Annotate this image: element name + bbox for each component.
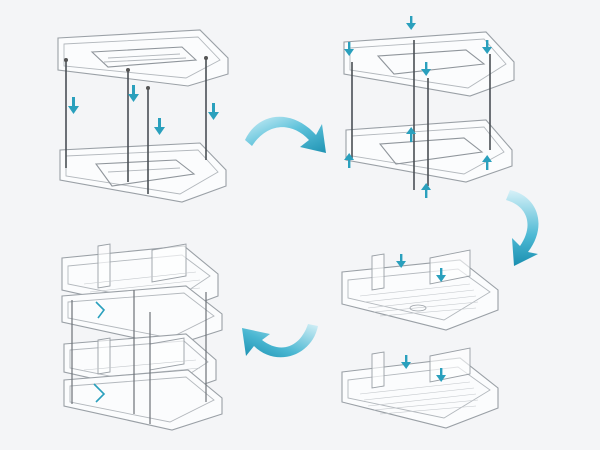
curved-arrow-left bbox=[242, 324, 318, 358]
step-4-assembled-rack bbox=[61, 243, 223, 431]
down-arrow-icon bbox=[68, 85, 219, 135]
poles bbox=[71, 290, 207, 424]
curved-arrow-right bbox=[245, 116, 326, 153]
bottom-tray bbox=[63, 369, 223, 431]
step-2-lock-tiers bbox=[343, 16, 515, 198]
poles bbox=[351, 40, 491, 190]
up-down-arrow-icon bbox=[344, 16, 492, 198]
poles bbox=[64, 56, 208, 194]
lower-tray bbox=[59, 142, 227, 203]
mid-tray bbox=[61, 285, 223, 347]
wire-mesh bbox=[359, 381, 479, 415]
upper-tray bbox=[57, 29, 229, 87]
step-3-add-dividers bbox=[341, 249, 499, 429]
lower-basket bbox=[341, 347, 499, 429]
curved-arrow-down bbox=[506, 190, 539, 266]
upper-tray bbox=[343, 31, 515, 97]
lower-tray bbox=[345, 119, 513, 183]
step-1-insert-poles bbox=[57, 29, 229, 203]
upper-basket bbox=[341, 249, 499, 331]
